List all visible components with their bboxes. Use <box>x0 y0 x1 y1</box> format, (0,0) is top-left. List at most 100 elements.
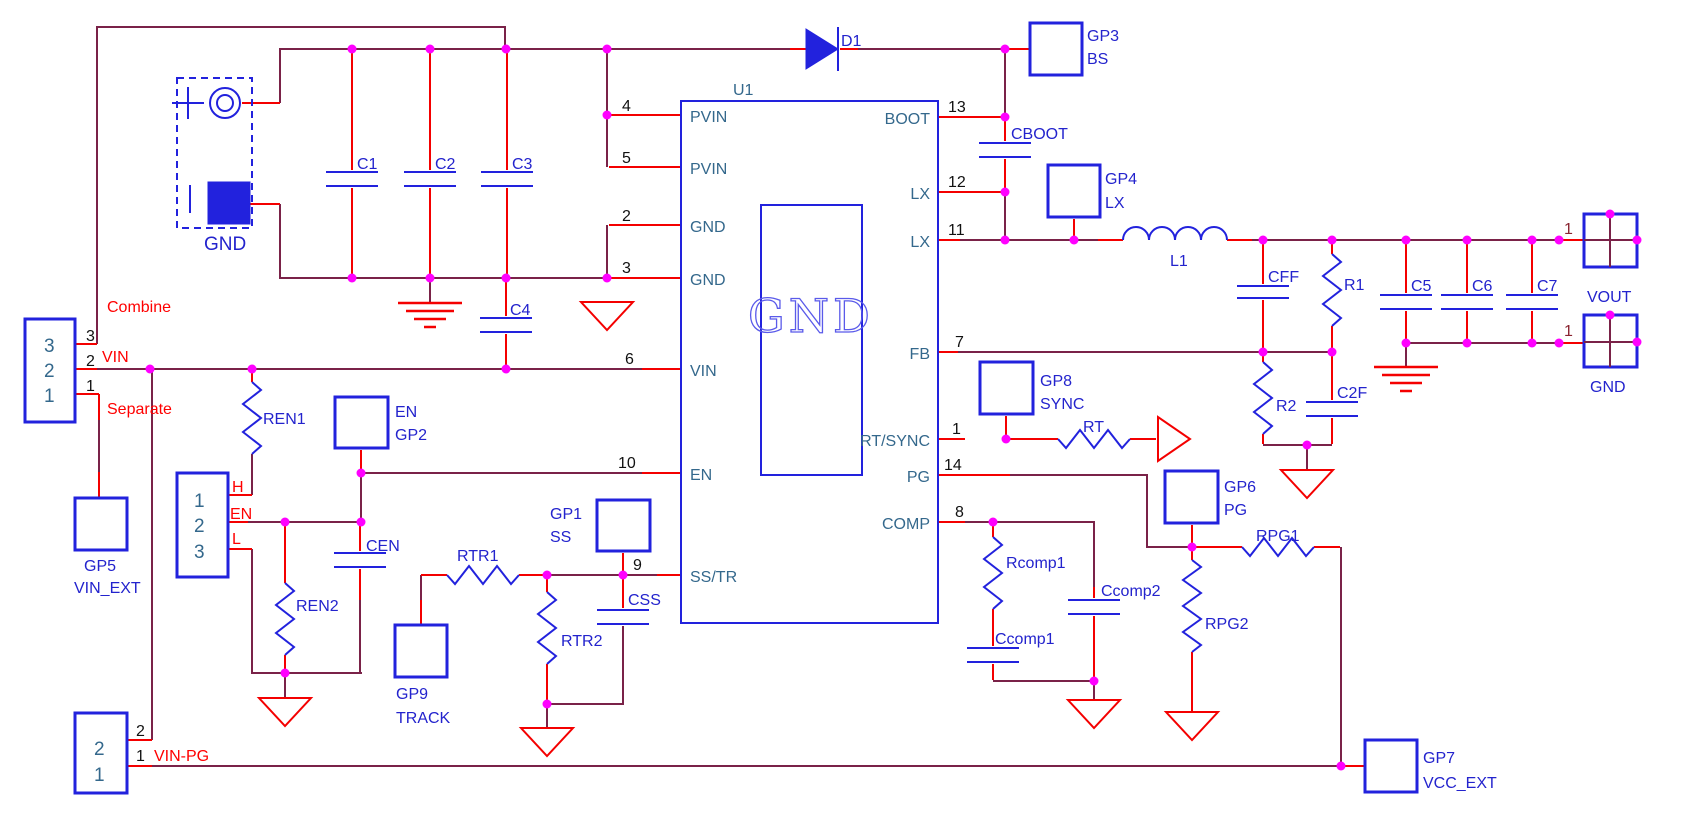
ic-refdes: U1 <box>733 82 754 99</box>
power-ground-icon <box>1065 699 1123 730</box>
jack-pin-icon <box>216 94 234 112</box>
capacitor-cen[interactable]: CEN <box>334 538 400 568</box>
label-cen: CEN <box>366 538 400 555</box>
pin-num-8: 8 <box>955 504 964 521</box>
label-vout-pin: 1 <box>1564 221 1573 238</box>
pin-name-pg: PG <box>907 469 930 486</box>
label-gp8-net: SYNC <box>1040 396 1084 413</box>
resistor-ren2[interactable]: REN2 <box>274 582 339 656</box>
resistor-rcomp1[interactable]: Rcomp1 <box>982 536 1066 610</box>
label-gndout: GND <box>1590 379 1626 396</box>
testpad-gp5[interactable]: GP5 VIN_EXT <box>73 496 141 597</box>
testpad-gp6[interactable]: GP6 PG <box>1163 469 1256 525</box>
dc-input-symbol[interactable]: GND <box>172 77 253 255</box>
label-gp2: GP2 <box>395 427 427 444</box>
pin-name-boot: BOOT <box>885 111 931 128</box>
capacitor-ccomp1[interactable]: Ccomp1 <box>967 631 1055 663</box>
capacitor-c1[interactable]: C1 <box>326 156 378 187</box>
pin-name-pvin-2: PVIN <box>690 161 727 178</box>
resistor-rtr1[interactable]: RTR1 <box>446 548 520 586</box>
label-gp4-net: LX <box>1105 195 1125 212</box>
capacitor-c4[interactable]: C4 <box>480 302 532 333</box>
pin-num-9: 9 <box>633 557 642 574</box>
capacitor-c7[interactable]: C7 <box>1506 278 1558 310</box>
earth-ground-icon <box>398 301 462 329</box>
label-vout: VOUT <box>1587 289 1632 306</box>
label-gp1-net: SS <box>550 529 571 546</box>
label-rpg2: RPG2 <box>1205 616 1249 633</box>
jack-ring-icon <box>209 87 241 119</box>
vinpg-conn-pin1: 1 <box>94 765 105 786</box>
label-gp9: GP9 <box>396 686 428 703</box>
testpad-gp4[interactable]: GP4 LX <box>1046 163 1137 219</box>
diode-d1[interactable]: D1 <box>805 27 862 71</box>
testpad-gp1[interactable]: GP1 SS <box>550 498 652 553</box>
resistor-rt[interactable]: RT <box>1057 419 1131 450</box>
capacitor-c2[interactable]: C2 <box>404 156 456 187</box>
capacitor-cff[interactable]: CFF <box>1237 269 1299 299</box>
label-rcomp1: Rcomp1 <box>1006 555 1066 572</box>
resistor-r2[interactable]: R2 <box>1252 361 1297 435</box>
label-gp8: GP8 <box>1040 373 1072 390</box>
ground-symbols <box>256 280 1438 758</box>
capacitor-ccomp2[interactable]: Ccomp2 <box>1068 583 1161 615</box>
label-r2: R2 <box>1276 398 1297 415</box>
connector-vout[interactable]: 1 VOUT <box>1564 212 1639 306</box>
label-c6: C6 <box>1472 278 1493 295</box>
pin-name-lx-1: LX <box>910 186 930 203</box>
label-cff: CFF <box>1268 269 1299 286</box>
resistor-rtr2[interactable]: RTR2 <box>536 591 603 665</box>
pin-num-12: 12 <box>948 174 966 191</box>
label-gp5-net: VIN_EXT <box>74 580 141 597</box>
capacitor-cboot[interactable]: CBOOT <box>979 126 1068 158</box>
resistor-r1[interactable]: R1 <box>1321 253 1365 327</box>
label-gp7-net: VCC_EXT <box>1423 775 1497 792</box>
resistor-rpg1[interactable]: RPG1 <box>1241 528 1315 558</box>
capacitor-c3[interactable]: C3 <box>481 156 533 187</box>
label-rtr2: RTR2 <box>561 633 603 650</box>
diode-anode-triangle <box>805 28 839 70</box>
capacitor-c5[interactable]: C5 <box>1380 278 1432 310</box>
pin-num-6: 6 <box>625 351 634 368</box>
capacitor-c6[interactable]: C6 <box>1441 278 1493 310</box>
resistor-ren1[interactable]: REN1 <box>241 381 306 455</box>
pin-name-en: EN <box>690 467 712 484</box>
net-wires <box>96 26 1559 767</box>
connector-en-select[interactable]: 1 2 3 H EN L <box>175 471 252 579</box>
label-c2f: C2F <box>1337 385 1367 402</box>
pin-num-1: 1 <box>952 421 961 438</box>
testpad-gp3[interactable]: GP3 BS <box>1028 21 1119 77</box>
connector-vin-select[interactable]: 3 2 1 3 2 1 Combine VIN Separate <box>23 299 172 424</box>
pin-num-14: 14 <box>944 457 962 474</box>
capacitor-css[interactable]: CSS <box>597 592 661 625</box>
pin-name-fb: FB <box>910 346 930 363</box>
power-ground-icon <box>256 697 314 728</box>
jack-sleeve <box>207 181 251 225</box>
ic-body[interactable] <box>680 100 939 624</box>
pin-name-rtsync: RT/SYNC <box>860 433 930 450</box>
label-c7: C7 <box>1537 278 1558 295</box>
label-gp2-net: EN <box>395 404 417 421</box>
vin-conn-pin1: 1 <box>44 386 55 407</box>
power-ground-icon <box>1278 469 1336 500</box>
pin-num-5: 5 <box>622 150 631 167</box>
testpad-gp9[interactable]: GP9 TRACK <box>393 623 451 727</box>
label-r1: R1 <box>1344 277 1365 294</box>
junction-dots <box>145 44 1642 771</box>
resistor-rpg2[interactable]: RPG2 <box>1181 559 1249 653</box>
connector-vinpg[interactable]: 2 1 2 1 VIN-PG <box>73 711 209 795</box>
ic-u1[interactable]: GND U1 PVIN PVIN GND GND VIN EN SS/TR 4 … <box>618 82 966 624</box>
label-gp9-net: TRACK <box>396 710 451 727</box>
capacitor-c2f[interactable]: C2F <box>1306 385 1367 417</box>
net-label-vin: VIN <box>102 349 129 366</box>
label-c4: C4 <box>510 302 531 319</box>
testpad-gp7[interactable]: GP7 VCC_EXT <box>1363 738 1497 794</box>
inductor-l1[interactable]: L1 <box>1122 226 1228 270</box>
power-ground-icon <box>1163 711 1221 742</box>
connector-gnd-out[interactable]: 1 GND <box>1564 313 1639 396</box>
testpad-gp8[interactable]: GP8 SYNC <box>978 360 1084 416</box>
label-gp4: GP4 <box>1105 171 1137 188</box>
testpad-gp2[interactable]: EN GP2 <box>333 395 427 450</box>
